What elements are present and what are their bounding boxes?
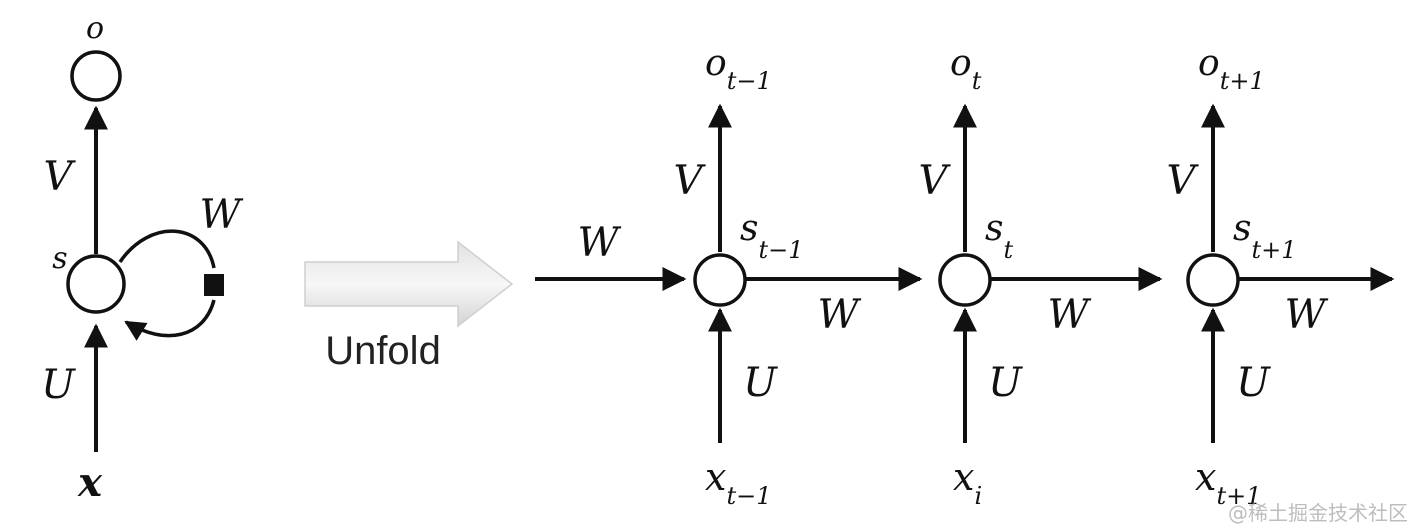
hidden-node [938,253,992,307]
hidden-label: st+1 [1233,208,1297,264]
time-step-t: ot V st U xi W [919,43,1163,510]
v-label: V [1167,158,1200,204]
output-label: ot−1 [705,43,772,95]
output-label: ot [950,43,982,95]
w-out-label: W [1284,292,1328,338]
input-label: xi [953,455,982,510]
time-step-t-plus-1: ot+1 V st+1 U xt+1 W [1167,43,1395,510]
v-label: V [674,158,707,204]
folded-delay-box [204,274,224,296]
folded-v-label: V [44,154,77,200]
u-label: U [743,360,778,406]
incoming-w-label: W [577,220,621,266]
watermark: @稀土掘金技术社区 [1228,501,1408,525]
folded-input-label: x [77,459,103,506]
input-label: xt+1 [1195,455,1261,510]
folded-output-label: o [86,11,104,46]
u-label: U [988,360,1023,406]
folded-hidden-label: s [52,241,67,276]
folded-output-node [70,50,122,102]
w-out-label: W [1047,292,1091,338]
folded-rnn: o V s W U x [41,11,243,506]
folded-hidden-node [66,254,126,314]
hidden-node [1186,253,1240,307]
folded-u-label: U [41,362,76,408]
output-label: ot+1 [1198,43,1265,95]
unfolded-rnn: W ot−1 V st−1 U xt−1 W ot V st U xi W [535,43,1395,510]
w-out-label: W [817,292,861,338]
hidden-node [693,253,747,307]
hidden-label: st−1 [740,208,804,264]
v-label: V [919,158,952,204]
unfold-arrow: Unfold [304,240,514,373]
folded-w-label: W [199,192,243,238]
u-label: U [1236,360,1271,406]
hidden-label: st [985,208,1013,264]
unfold-label: Unfold [325,329,441,373]
input-label: xt−1 [705,455,771,510]
time-step-t-minus-1: ot−1 V st−1 U xt−1 W [674,43,923,510]
folded-recurrent-loop [120,229,216,335]
